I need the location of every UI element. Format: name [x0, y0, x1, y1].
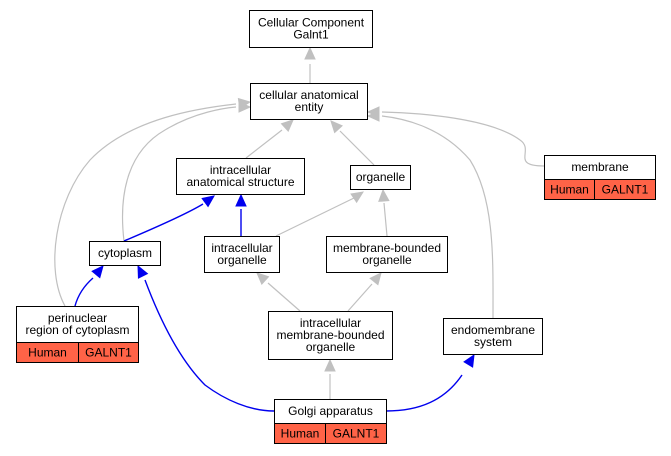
edge-organelle-to-cae: [339, 130, 375, 166]
node-label-line: Galnt1: [293, 28, 329, 42]
arrowhead-io-to-ias: [235, 193, 247, 207]
edge-es-to-cae: [381, 115, 494, 319]
edge-ias-to-cae: [245, 129, 283, 159]
arrowhead-ias-to-cae: [280, 119, 294, 133]
gene-cell: [594, 179, 656, 200]
node-box: [274, 399, 387, 424]
edge-prc-to-cae: [54, 103, 237, 307]
arrowhead-mbo-to-organelle: [378, 188, 390, 202]
arrowhead-io-to-organelle: [350, 191, 365, 204]
node-label-line: membrane-bounded: [276, 328, 384, 342]
node-label-line: region of cytoplasm: [25, 323, 129, 337]
node-cytoplasm[interactable]: cytoplasm: [89, 241, 161, 266]
arrowhead-golgi-to-es: [463, 353, 475, 368]
edge-cytoplasm-to-cae: [121, 106, 237, 242]
arrowhead-golgi-to-cytoplasm: [137, 264, 149, 279]
edge-prc-to-cytoplasm: [74, 277, 94, 307]
node-label-line: cytoplasm: [98, 246, 152, 260]
edge-mbo-to-organelle: [383, 202, 388, 237]
node-box: [176, 158, 305, 195]
node-box: [544, 155, 656, 180]
node-organelle[interactable]: organelle: [350, 165, 411, 190]
node-label-line: intracellular: [300, 316, 361, 330]
species-label: Human: [550, 183, 589, 197]
edge-imbo-to-io: [267, 282, 301, 312]
node-label-line: organelle: [217, 253, 267, 267]
arrowhead-prc-to-cae: [237, 97, 252, 110]
node-label-line: Cellular Component: [258, 16, 365, 30]
edge-cytoplasm-to-ias: [123, 203, 204, 242]
gene-cell: [325, 423, 387, 444]
edge-golgi-to-es: [385, 374, 463, 412]
node-box: [326, 236, 448, 273]
node-box: [249, 10, 373, 48]
edges-layer: [54, 46, 545, 412]
node-label-line: Golgi apparatus: [288, 404, 373, 418]
arrowhead-imbo-to-io: [256, 272, 270, 286]
edge-io-to-organelle: [275, 197, 355, 237]
gene-label: GALNT1: [85, 346, 132, 360]
node-label-line: endomembrane: [451, 323, 535, 337]
gene-label: GALNT1: [333, 427, 380, 441]
species-label: Human: [28, 346, 67, 360]
node-label-line: cellular anatomical: [259, 88, 358, 102]
edge-imbo-to-mbo: [347, 283, 373, 312]
arrowhead-golgi-to-imbo: [324, 358, 336, 372]
node-box: [350, 165, 411, 190]
node-box: [89, 241, 161, 266]
node-box: [443, 318, 543, 355]
edge-golgi-to-cytoplasm: [144, 279, 275, 412]
gene-cell: [78, 342, 139, 363]
node-label-line: anatomical structure: [186, 175, 294, 189]
edge-membrane-to-cae: [381, 111, 545, 167]
species-label: Human: [281, 427, 320, 441]
arrowhead-cytoplasm-to-ias: [201, 195, 215, 208]
node-label-line: organelle: [362, 253, 412, 267]
node-label-line: intracellular: [211, 241, 272, 255]
node-label-line: membrane-bounded: [333, 241, 441, 255]
node-label-line: perinuclear: [48, 311, 107, 325]
arrowhead-imbo-to-mbo: [369, 272, 382, 286]
node-box: [268, 311, 393, 360]
gene-label: GALNT1: [602, 183, 649, 197]
node-label-line: organelle: [356, 170, 406, 184]
arrowhead-cae-to-root: [304, 46, 316, 60]
arrowhead-prc-to-cytoplasm: [91, 265, 104, 279]
node-box: [204, 236, 280, 273]
node-label-line: membrane: [571, 160, 629, 174]
node-label-line: intracellular: [210, 163, 271, 177]
node-box: [16, 306, 139, 343]
node-box: [250, 83, 368, 120]
arrowhead-organelle-to-cae: [330, 120, 343, 134]
node-label-line: entity: [295, 100, 324, 114]
node-label-line: organelle: [306, 340, 356, 354]
arrowhead-es-to-cae: [366, 110, 380, 122]
node-label-line: system: [474, 335, 512, 349]
